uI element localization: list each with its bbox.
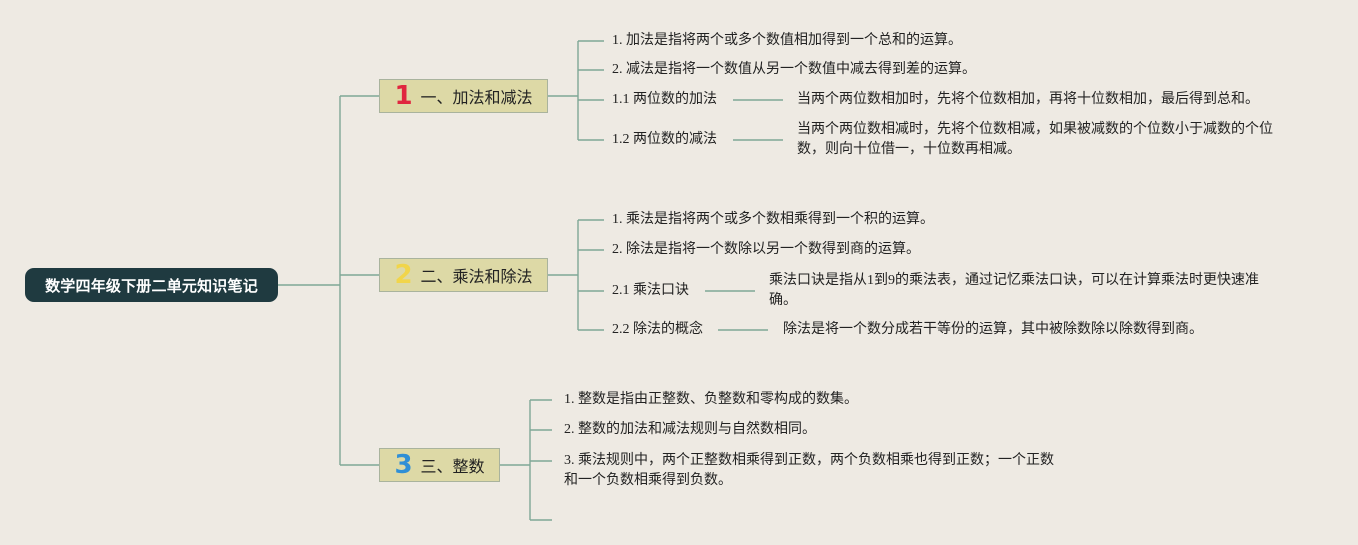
branch-3-label: 三、整数 [420, 457, 485, 476]
branch-1-topic[interactable]: 1 一、加法和减法 [379, 79, 548, 113]
branch-2-detail-2[interactable]: 除法是将一个数分成若干等份的运算，其中被除数除以除数得到商。 [783, 322, 1203, 337]
branch-1-item-1[interactable]: 1. 加法是指将两个或多个数值相加得到一个总和的运算。 [612, 33, 962, 48]
branch-3-topic[interactable]: 3 三、整数 [379, 448, 500, 482]
root-title: 数学四年级下册二单元知识笔记 [45, 276, 258, 295]
number-one-badge: 1 [394, 81, 413, 111]
branch-2-topic[interactable]: 2 二、乘法和除法 [379, 258, 548, 292]
branch-2-label: 二、乘法和除法 [420, 267, 533, 286]
branch-2-item-2[interactable]: 2. 除法是指将一个数除以另一个数得到商的运算。 [612, 242, 920, 257]
branch-3-item-1[interactable]: 1. 整数是指由正整数、负整数和零构成的数集。 [564, 392, 858, 407]
number-three-badge: 3 [394, 450, 413, 480]
root-topic[interactable]: 数学四年级下册二单元知识笔记 [25, 268, 278, 302]
branch-1-item-4[interactable]: 1.2 两位数的减法 [612, 132, 717, 147]
branch-1-label: 一、加法和减法 [420, 88, 533, 107]
branch-2-item-1[interactable]: 1. 乘法是指将两个或多个数相乘得到一个积的运算。 [612, 212, 934, 227]
branch-1-item-2[interactable]: 2. 减法是指将一个数值从另一个数值中减去得到差的运算。 [612, 62, 976, 77]
branch-1-detail-2[interactable]: 当两个两位数相减时，先将个位数相减，如果被减数的个位数小于减数的个位数，则向十位… [797, 122, 1273, 157]
branch-3-item-3[interactable]: 3. 乘法规则中，两个正整数相乘得到正数，两个负数相乘也得到正数；一个正数和一个… [564, 453, 1054, 488]
branch-1-detail-1[interactable]: 当两个两位数相加时，先将个位数相加，再将十位数相加，最后得到总和。 [797, 92, 1259, 107]
branch-2-item-4[interactable]: 2.2 除法的概念 [612, 322, 703, 337]
branch-3-item-2[interactable]: 2. 整数的加法和减法规则与自然数相同。 [564, 422, 816, 437]
branch-1-item-3[interactable]: 1.1 两位数的加法 [612, 92, 717, 107]
number-two-badge: 2 [394, 260, 413, 290]
branch-2-item-3[interactable]: 2.1 乘法口诀 [612, 283, 689, 298]
branch-2-detail-1[interactable]: 乘法口诀是指从1到9的乘法表，通过记忆乘法口诀，可以在计算乘法时更快速准确。 [769, 273, 1259, 308]
